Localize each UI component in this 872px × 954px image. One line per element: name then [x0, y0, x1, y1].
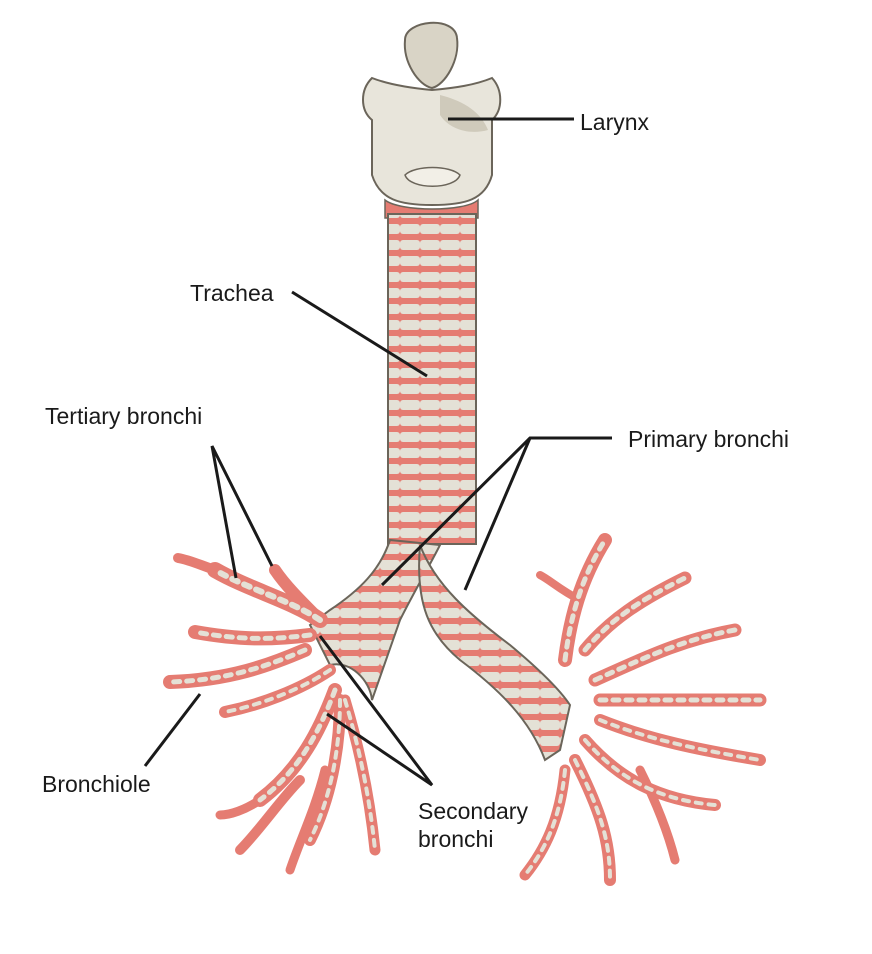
bronchiole-leader [143, 693, 202, 767]
trachea-label: Trachea [190, 280, 274, 306]
tertiary-bronchi-label: Tertiary bronchi [45, 403, 203, 429]
cricoid-notch-shape [404, 166, 461, 187]
right-primary-bronchus [418, 544, 572, 762]
secondary-bronchi-leader [318, 635, 434, 787]
primary-bronchi-label: Primary bronchi [628, 426, 790, 452]
secondary-bronchi-label-line1: Secondary [418, 798, 528, 824]
secondary-bronchi-label-line2: bronchi [418, 826, 494, 852]
left-branch-cartilage [167, 567, 377, 852]
secondary-bronchi-label: Secondary bronchi [418, 797, 528, 853]
tertiary-bronchi-leader [210, 445, 274, 579]
leader-lines [143, 117, 612, 787]
larynx-shade [440, 95, 488, 132]
trachea-leader [291, 290, 428, 378]
larynx-label: Larynx [580, 109, 650, 135]
primary-bronchi-leader-2 [463, 437, 532, 591]
right-branch-cartilage [523, 537, 763, 882]
bronchiole-label: Bronchiole [42, 771, 151, 797]
epiglottis-shape [403, 21, 459, 90]
trachea-tube [387, 213, 477, 545]
